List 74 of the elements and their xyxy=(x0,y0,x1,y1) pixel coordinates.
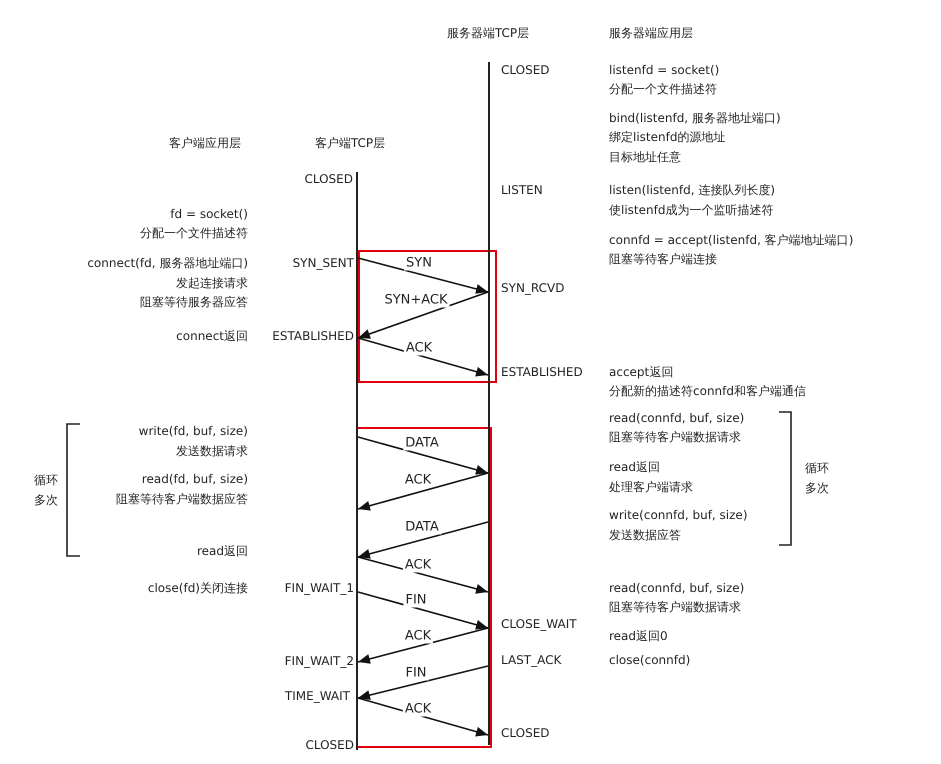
message-arrow xyxy=(358,627,488,664)
description-text: 阻塞等待客户端数据请求 xyxy=(609,599,741,615)
state-label: CLOSE_WAIT xyxy=(501,616,577,632)
layer-header: 服务器端TCP层 xyxy=(446,25,530,41)
layer-header: 客户端应用层 xyxy=(169,135,241,151)
function-call: read返回 xyxy=(609,459,660,475)
edge-label: SYN xyxy=(404,256,434,270)
function-call: accept返回 xyxy=(609,364,674,380)
message-arrow xyxy=(358,436,488,475)
state-label: CLOSED xyxy=(304,171,353,187)
layer-header: 服务器端应用层 xyxy=(609,25,693,41)
description-text: 使listenfd成为一个监听描述符 xyxy=(609,202,774,218)
edge-label: ACK xyxy=(402,472,434,488)
message-arrow xyxy=(358,521,488,559)
state-label: ESTABLISHED xyxy=(501,364,583,380)
description-text: 阻塞等待客户端连接 xyxy=(609,251,717,267)
state-label: SYN_SENT xyxy=(292,255,354,271)
description-text: 处理客户端请求 xyxy=(609,479,693,495)
function-call: connect(fd, 服务器地址端口) xyxy=(87,255,248,271)
edge-label: SYN+ACK xyxy=(382,292,450,308)
function-call: read(connfd, buf, size) xyxy=(609,580,744,596)
state-label: CLOSED xyxy=(305,737,354,753)
message-arrow xyxy=(358,472,488,511)
state-label: LAST_ACK xyxy=(501,652,562,668)
edge-label: ACK xyxy=(402,558,434,572)
function-call: listen(listenfd, 连接队列长度) xyxy=(609,182,776,198)
function-call: read返回0 xyxy=(609,628,668,644)
state-label: FIN_WAIT_2 xyxy=(284,653,354,669)
function-call: bind(listenfd, 服务器地址端口) xyxy=(609,110,781,126)
description-text: 分配新的描述符connfd和客户端通信 xyxy=(609,383,806,399)
description-text: 分配一个文件描述符 xyxy=(140,225,248,241)
description-text: 分配一个文件描述符 xyxy=(609,81,717,97)
loop-label: 多次 xyxy=(34,492,58,508)
function-call: read(fd, buf, size) xyxy=(142,471,248,487)
layer-header: 客户端TCP层 xyxy=(314,135,386,151)
edge-label: ACK xyxy=(402,628,434,644)
description-text: 阻塞等待服务器应答 xyxy=(140,294,248,310)
state-label: ESTABLISHED xyxy=(272,328,354,344)
message-arrow xyxy=(358,591,488,630)
function-call: close(connfd) xyxy=(609,652,690,668)
function-call: write(fd, buf, size) xyxy=(138,423,248,439)
state-label: LISTEN xyxy=(501,182,543,198)
edge-label: DATA xyxy=(403,436,441,450)
function-call: connect返回 xyxy=(176,328,248,344)
function-call: write(connfd, buf, size) xyxy=(609,507,748,523)
function-call: close(fd)关闭连接 xyxy=(148,580,248,596)
description-text: 阻塞等待客户端数据应答 xyxy=(116,491,248,507)
description-text: 发送数据应答 xyxy=(609,527,681,543)
description-text: 发送数据请求 xyxy=(176,443,248,459)
state-label: FIN_WAIT_1 xyxy=(284,580,354,596)
lifeline xyxy=(356,172,358,750)
function-call: connfd = accept(listenfd, 客户端地址端口) xyxy=(609,232,854,248)
message-arrow xyxy=(358,556,488,594)
state-label: SYN_RCVD xyxy=(501,280,564,296)
lifeline xyxy=(488,62,490,745)
description-text: 目标地址任意 xyxy=(609,149,681,165)
function-call: fd = socket() xyxy=(170,206,248,222)
loop-label: 循环 xyxy=(34,472,58,488)
description-text: 绑定listenfd的源地址 xyxy=(609,129,726,145)
state-label: CLOSED xyxy=(501,62,550,78)
function-call: listenfd = socket() xyxy=(609,62,720,78)
function-call: read(connfd, buf, size) xyxy=(609,410,744,426)
function-call: read返回 xyxy=(196,543,248,559)
message-arrow xyxy=(358,665,488,700)
state-label: TIME_WAIT xyxy=(284,688,350,704)
message-arrow xyxy=(358,337,488,377)
loop-label: 多次 xyxy=(805,480,829,496)
message-arrow xyxy=(358,291,488,339)
edge-label: ACK xyxy=(404,340,434,356)
description-text: 发起连接请求 xyxy=(176,275,248,291)
state-label: CLOSED xyxy=(501,725,550,741)
edge-label: ACK xyxy=(402,702,434,716)
loop-label: 循环 xyxy=(805,460,829,476)
description-text: 阻塞等待客户端数据请求 xyxy=(609,429,741,445)
